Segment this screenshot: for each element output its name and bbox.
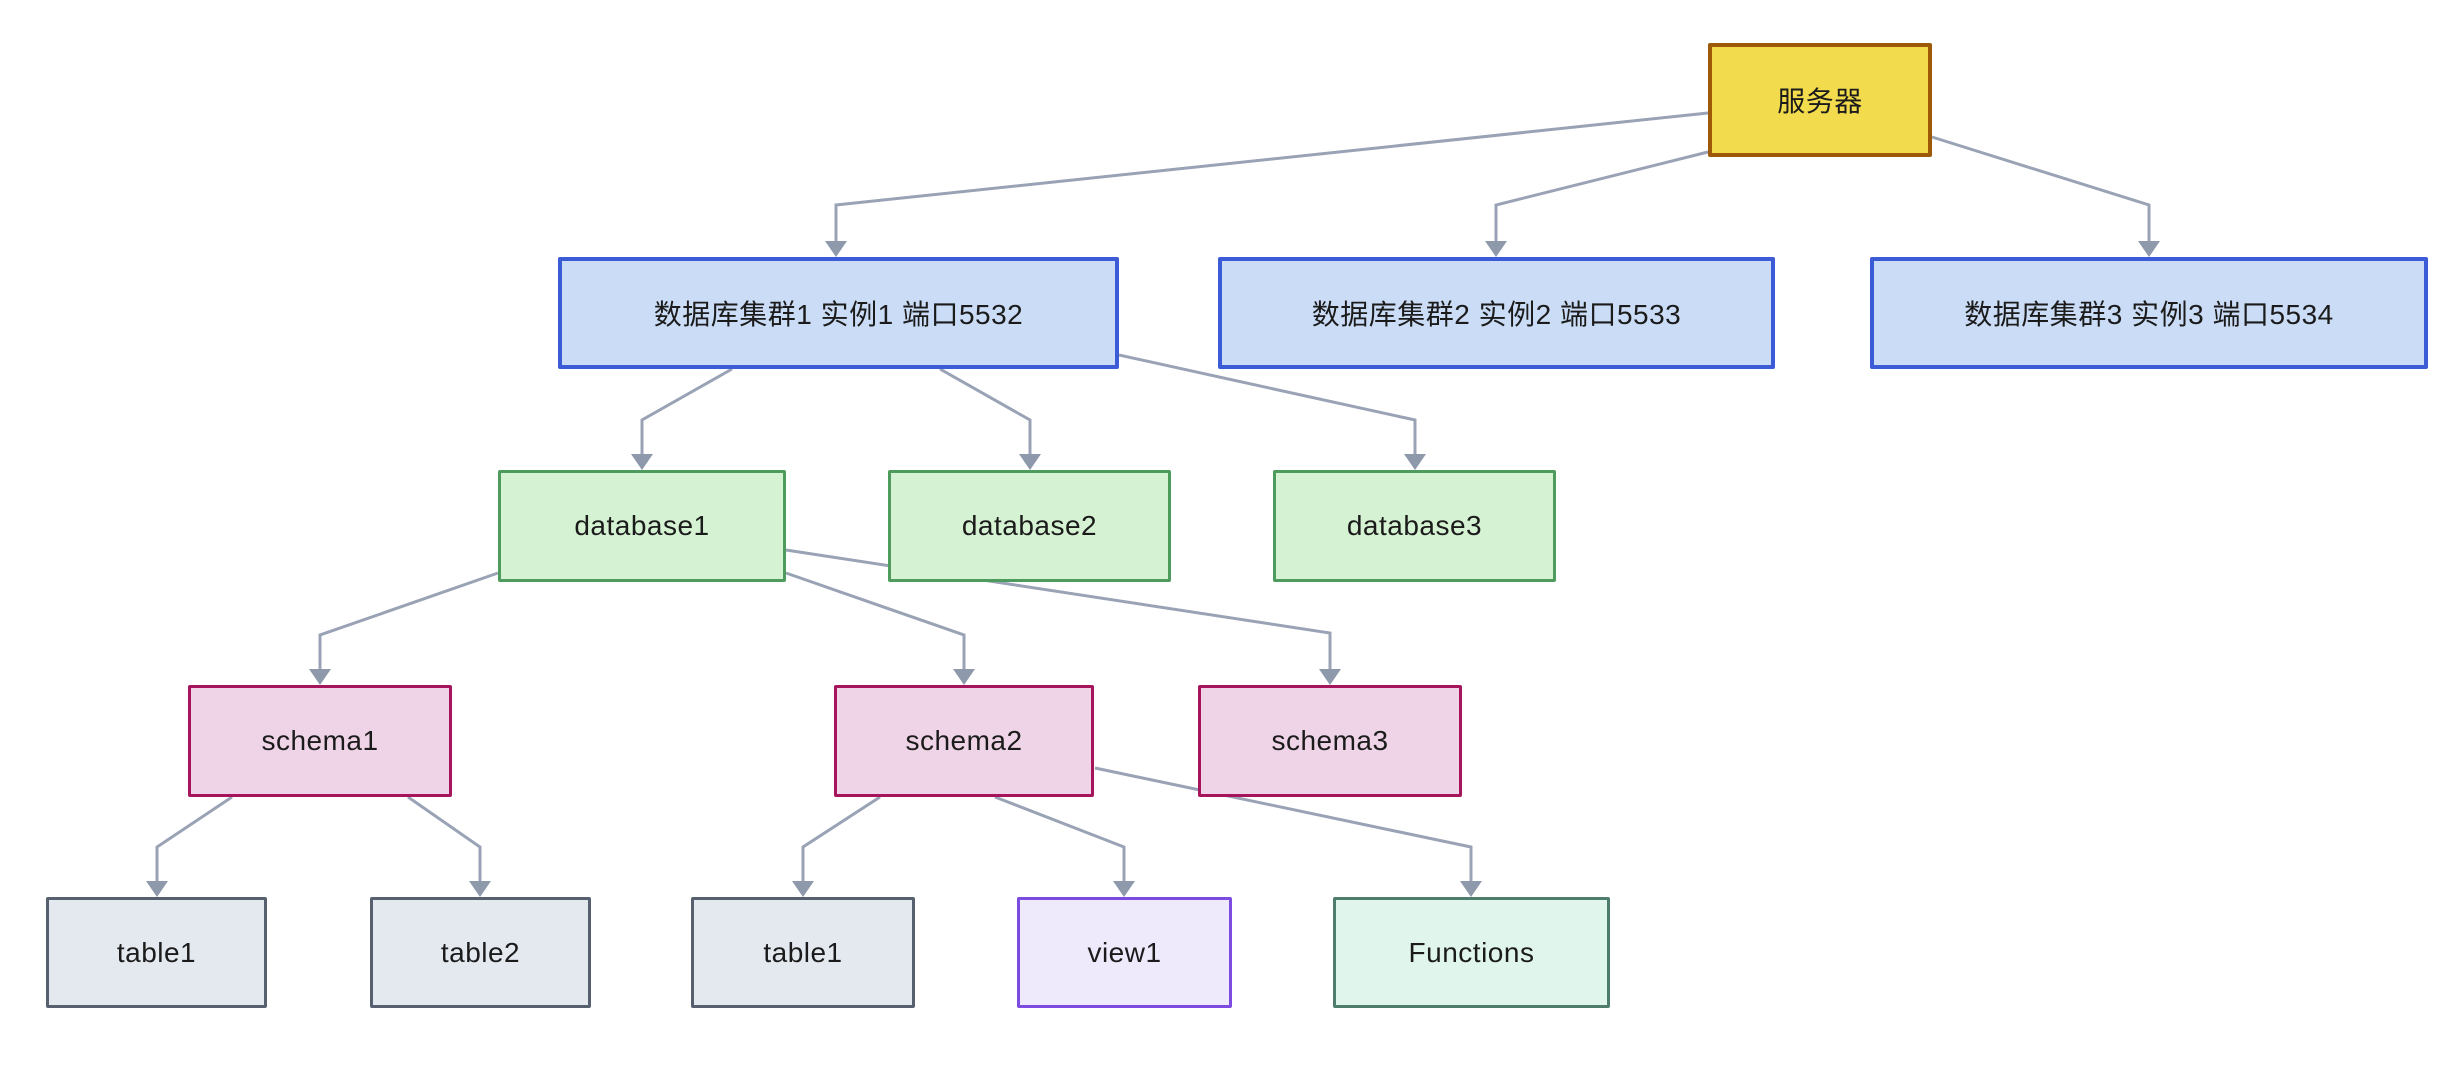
- edge-server-cluster3: [1931, 135, 2151, 244]
- node-label-cluster1: 数据库集群1 实例1 端口5532: [653, 299, 1024, 330]
- node-view1: view1: [1017, 897, 1232, 1008]
- node-label-cluster3: 数据库集群3 实例3 端口5534: [1964, 299, 2334, 330]
- arrowhead-table2: [469, 881, 491, 897]
- arrowhead-table1b: [792, 881, 814, 897]
- edge-schema1-table1a: [155, 795, 233, 884]
- edge-schema2-table1b: [801, 795, 881, 884]
- node-label-database3: database3: [1346, 510, 1483, 541]
- arrowhead-cluster1: [825, 241, 847, 257]
- arrowhead-table1a: [146, 881, 168, 897]
- arrowhead-functions: [1460, 881, 1482, 897]
- node-label-server: 服务器: [1777, 86, 1863, 117]
- arrowhead-database2: [1019, 454, 1041, 470]
- arrowhead-view1: [1113, 881, 1135, 897]
- node-cluster1: 数据库集群1 实例1 端口5532: [558, 257, 1119, 369]
- edge-server-cluster1: [834, 111, 1709, 244]
- node-label-table1b: table1: [763, 936, 843, 968]
- arrowhead-cluster3: [2138, 241, 2160, 257]
- arrowhead-database3: [1404, 454, 1426, 470]
- node-database1: database1: [498, 470, 786, 582]
- edge-database1-schema1: [318, 571, 499, 672]
- node-cluster3: 数据库集群3 实例3 端口5534: [1870, 257, 2428, 369]
- node-label-database1: database1: [574, 510, 710, 541]
- edge-cluster1-database1: [640, 367, 733, 457]
- node-table1a: table1: [46, 897, 267, 1008]
- arrowhead-database1: [631, 454, 653, 470]
- edge-cluster1-database3: [1118, 353, 1417, 457]
- arrowhead-schema2: [953, 669, 975, 685]
- node-table2: table2: [370, 897, 591, 1008]
- node-schema1: schema1: [188, 685, 452, 797]
- node-label-view1: view1: [1087, 936, 1162, 968]
- edge-database1-schema2: [785, 571, 966, 672]
- edge-server-cluster2: [1494, 150, 1709, 244]
- edge-schema2-view1: [994, 795, 1126, 884]
- node-label-table2: table2: [440, 936, 521, 968]
- node-label-cluster2: 数据库集群2 实例2 端口5533: [1311, 299, 1682, 330]
- node-label-schema3: schema3: [1271, 725, 1389, 756]
- arrowhead-schema3: [1319, 669, 1341, 685]
- node-cluster2: 数据库集群2 实例2 端口5533: [1218, 257, 1775, 369]
- node-label-schema2: schema2: [905, 725, 1023, 756]
- arrowhead-schema1: [309, 669, 331, 685]
- node-label-schema1: schema1: [261, 725, 379, 756]
- arrowhead-cluster2: [1485, 241, 1507, 257]
- edge-cluster1-database2: [939, 367, 1032, 457]
- node-label-table1a: table1: [116, 936, 197, 968]
- node-label-functions: Functions: [1408, 936, 1535, 968]
- node-label-database2: database2: [961, 510, 1098, 541]
- node-table1b: table1: [691, 897, 915, 1008]
- node-server: 服务器: [1708, 43, 1932, 157]
- node-schema3: schema3: [1198, 685, 1462, 797]
- node-database3: database3: [1273, 470, 1556, 582]
- node-functions: Functions: [1333, 897, 1610, 1008]
- node-database2: database2: [888, 470, 1171, 582]
- node-schema2: schema2: [834, 685, 1094, 797]
- edge-schema1-table2: [407, 795, 482, 884]
